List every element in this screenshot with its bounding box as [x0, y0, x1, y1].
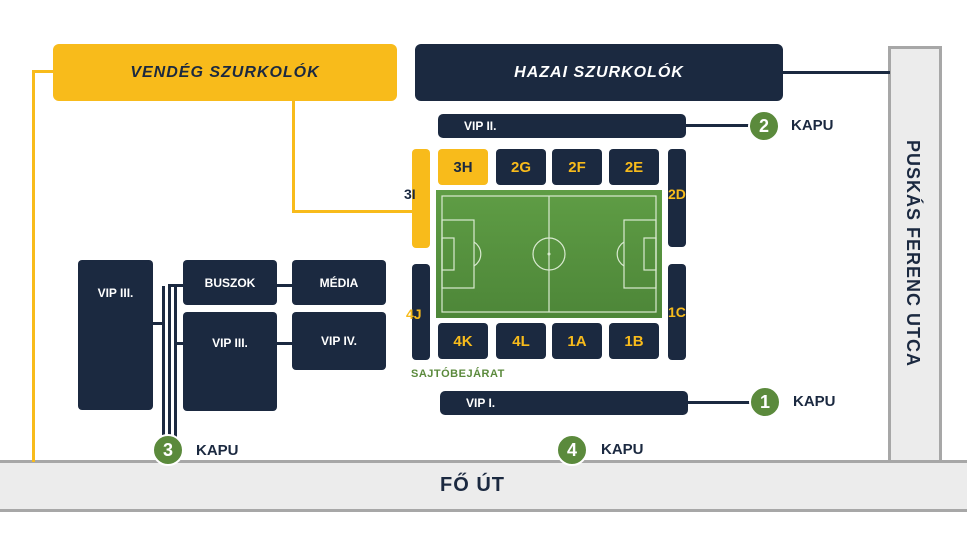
sector-1c-stand[interactable] — [668, 264, 686, 360]
vip-iii-right-building: VIP III. — [183, 312, 277, 411]
away-fans-banner: VENDÉG SZURKOLÓK — [53, 44, 397, 101]
vip-iii-left-building: VIP III. — [78, 260, 153, 410]
media-building: MÉDIA — [292, 260, 386, 305]
vip3-right-connector — [174, 342, 184, 345]
sector-3i-stand[interactable] — [412, 149, 430, 248]
press-entrance-label: SAJTÓBEJÁRAT — [411, 368, 505, 380]
sector-2e[interactable]: 2E — [609, 149, 659, 185]
bus-parking-building: BUSZOK — [183, 260, 277, 305]
gate-4-marker[interactable]: 4 — [556, 434, 588, 466]
sector-4l[interactable]: 4L — [496, 323, 546, 359]
sector-2f[interactable]: 2F — [552, 149, 602, 185]
away-connector-mid-vertical — [292, 100, 295, 213]
away-connector-mid-horizontal — [292, 210, 414, 213]
gate-1-marker[interactable]: 1 — [749, 386, 781, 418]
side-road — [888, 46, 942, 466]
sector-4k[interactable]: 4K — [438, 323, 488, 359]
football-pitch — [436, 190, 662, 318]
gate1-connector — [688, 401, 752, 404]
gate-4-label: KAPU — [601, 441, 644, 458]
gate-3-marker[interactable]: 3 — [152, 434, 184, 466]
gate-2-marker[interactable]: 2 — [748, 110, 780, 142]
sector-3i-label: 3I — [404, 186, 416, 202]
bus-connector — [168, 284, 184, 287]
away-connector-left-vertical — [32, 70, 35, 462]
gate3-connector-a — [162, 286, 165, 446]
sector-2d-label: 2D — [668, 186, 686, 202]
vip3-left-connector — [153, 322, 165, 325]
sector-4j-label: 4J — [406, 306, 422, 322]
sector-2d-stand[interactable] — [668, 149, 686, 247]
bus-media-connector — [275, 284, 293, 287]
gate2-connector — [686, 124, 750, 127]
gate-3-label: KAPU — [196, 442, 239, 459]
gate-2-label: KAPU — [791, 117, 834, 134]
gate-1-label: KAPU — [793, 393, 836, 410]
main-road-label: FŐ ÚT — [440, 474, 505, 496]
gate3-connector-c — [174, 286, 177, 446]
sector-2g[interactable]: 2G — [496, 149, 546, 185]
gate3-connector-b — [168, 286, 171, 446]
vip-i-block: VIP I. — [440, 391, 688, 415]
vip-ii-block: VIP II. — [438, 114, 686, 138]
home-fans-banner: HAZAI SZURKOLÓK — [415, 44, 783, 101]
home-connector — [782, 71, 890, 74]
vip3-vip4-connector — [275, 342, 293, 345]
sector-3h[interactable]: 3H — [438, 149, 488, 185]
vip-iv-building: VIP IV. — [292, 312, 386, 370]
main-road — [0, 460, 967, 512]
sector-4j-stand[interactable] — [412, 264, 430, 360]
sector-1c-label: 1C — [668, 304, 686, 320]
sector-1a[interactable]: 1A — [552, 323, 602, 359]
side-road-label: PUSKÁS FERENC UTCA — [903, 140, 923, 368]
away-connector-left-horizontal — [32, 70, 56, 73]
sector-1b[interactable]: 1B — [609, 323, 659, 359]
